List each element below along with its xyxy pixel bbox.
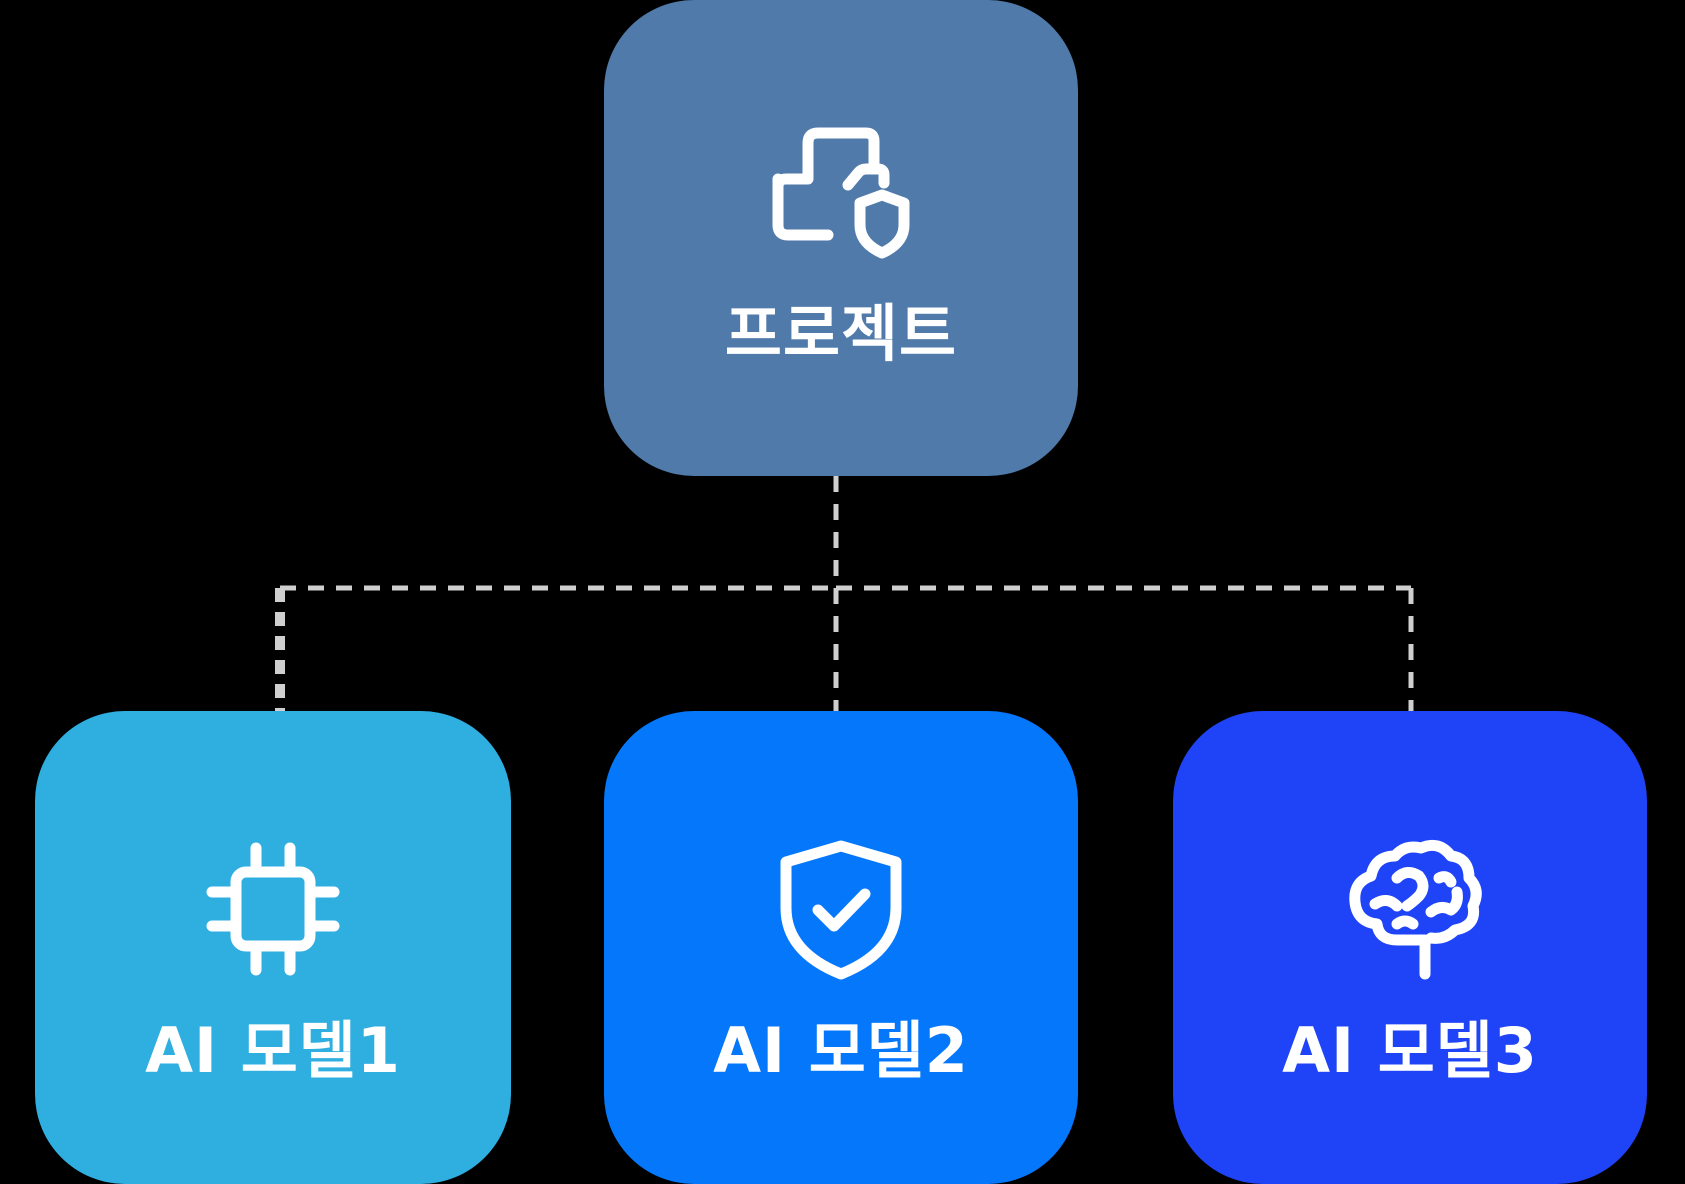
- ai-model-3-node[interactable]: AI 모델3: [1173, 711, 1647, 1184]
- project-label: 프로젝트: [724, 297, 958, 370]
- cpu-chip-icon: [206, 842, 340, 975]
- ai-model-1-node[interactable]: AI 모델1: [35, 711, 511, 1184]
- ai-model-2-node[interactable]: AI 모델2: [604, 711, 1078, 1184]
- folder-shield-icon: [772, 127, 910, 259]
- project-node[interactable]: 프로젝트: [604, 0, 1078, 476]
- shield-check-icon: [780, 840, 902, 979]
- ai-model-1-label: AI 모델1: [145, 1013, 401, 1087]
- ai-model-2-label: AI 모델2: [713, 1013, 969, 1087]
- ai-model-3-label: AI 모델3: [1282, 1013, 1538, 1087]
- brain-icon: [1349, 839, 1482, 979]
